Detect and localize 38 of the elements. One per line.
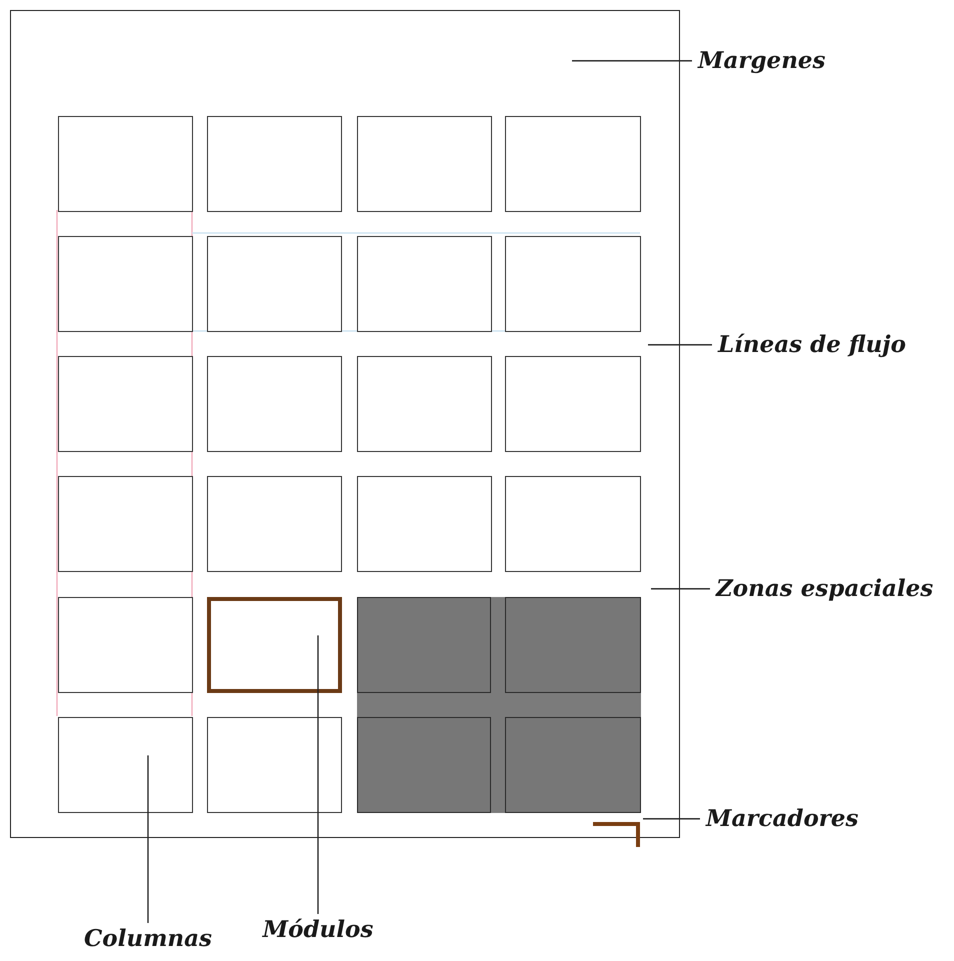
module-box <box>207 476 342 572</box>
module-box <box>207 116 342 212</box>
module-box <box>505 236 641 332</box>
module-box <box>357 116 492 212</box>
module-box <box>357 236 492 332</box>
callout-label: Margenes <box>698 47 826 75</box>
callout-label: Marcadores <box>706 805 859 833</box>
module-box <box>58 476 193 572</box>
callout-label: Columnas <box>84 925 212 953</box>
callout-label: Líneas de flujo <box>718 331 906 359</box>
callout-label: Zonas espaciales <box>716 575 934 603</box>
module-box <box>58 116 193 212</box>
leader-line <box>651 588 710 590</box>
module-box <box>58 597 193 693</box>
callout-label: Módulos <box>262 916 374 944</box>
module-box <box>505 116 641 212</box>
module-box <box>505 476 641 572</box>
module-box <box>207 717 342 813</box>
module-box <box>207 356 342 452</box>
module-box <box>207 236 342 332</box>
leader-line <box>648 344 712 346</box>
module-box <box>58 236 193 332</box>
module-box <box>505 356 641 452</box>
shaded-module-box <box>357 717 491 813</box>
leader-line <box>643 818 700 820</box>
module-box <box>58 356 193 452</box>
shaded-module-box <box>505 717 641 813</box>
module-box <box>357 476 492 572</box>
spatial-zone <box>357 597 641 813</box>
module-box <box>357 356 492 452</box>
marker-corner <box>591 820 641 848</box>
shaded-module-box <box>357 597 491 693</box>
leader-line <box>147 755 149 923</box>
leader-line <box>572 60 692 62</box>
module-box <box>58 717 193 813</box>
highlighted-module-box <box>207 597 342 693</box>
shaded-module-box <box>505 597 641 693</box>
leader-line <box>317 635 319 914</box>
